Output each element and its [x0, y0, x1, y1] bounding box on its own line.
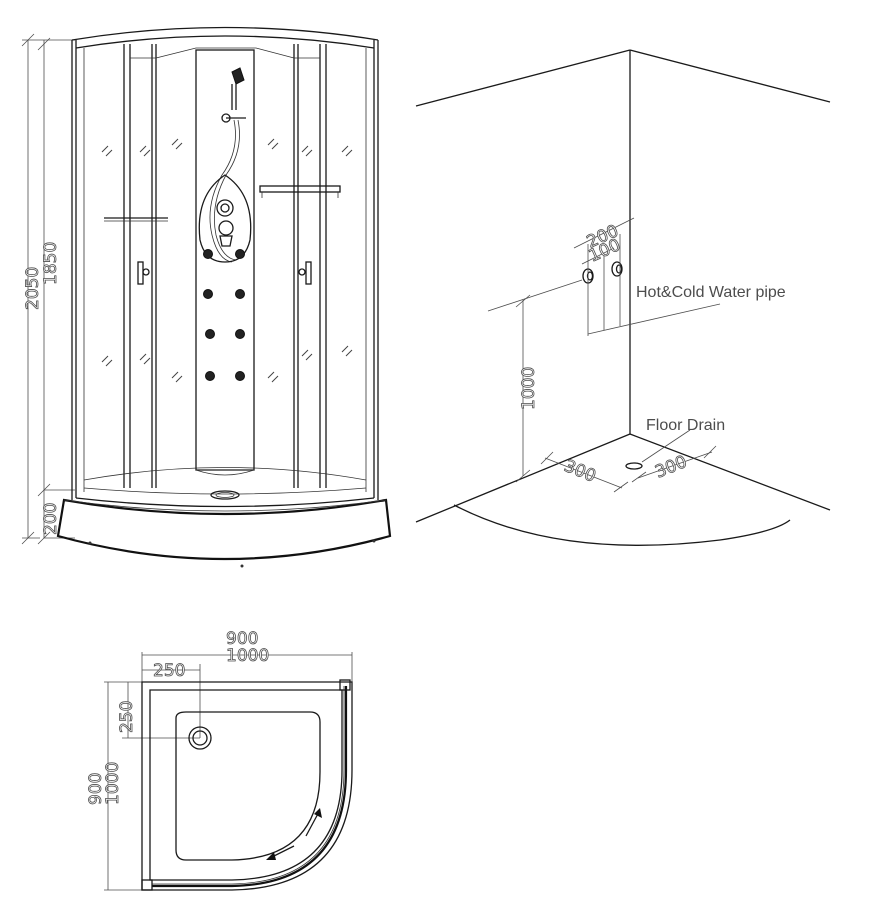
floor-drain: Floor Drain 300 300 [540, 417, 725, 493]
dim-plan-width-large: 1000 [226, 646, 269, 666]
dim-pipe-height: 1000 [519, 367, 539, 410]
water-pipes [582, 261, 623, 284]
dim-plan-width-small: 900 [226, 629, 258, 649]
glass-reflections [101, 138, 353, 383]
plan-view: 900 1000 250 250 900 1000 [86, 629, 353, 891]
dim-plan-depth-large: 1000 [103, 762, 123, 805]
plan-dimensions: 900 1000 250 250 900 1000 [86, 629, 353, 891]
label-water-pipe: Hot&Cold Water pipe [636, 284, 786, 301]
wall-view: 200 100 Hot&Cold Water pipe 1000 Floor D… [415, 49, 831, 546]
front-dimensions: 2050 1850 200 [21, 33, 75, 545]
front-view: 2050 1850 200 [21, 26, 392, 568]
dim-plan-depth-small: 900 [86, 773, 106, 805]
label-floor-drain: Floor Drain [646, 417, 725, 434]
dim-drain-offset-right: 300 [652, 452, 690, 483]
shower-cabin [56, 26, 392, 568]
dim-drain-offset-left: 300 [561, 456, 599, 487]
dim-total-height: 2050 [23, 267, 43, 310]
shower-tray-plan [141, 679, 353, 891]
dim-tray-height: 200 [41, 503, 61, 535]
pipe-dimensions: 200 100 Hot&Cold Water pipe 1000 [487, 217, 786, 483]
dim-plan-drain-x: 250 [153, 661, 185, 681]
dim-plan-drain-y: 250 [117, 701, 137, 733]
dim-cabin-height: 1850 [41, 242, 61, 285]
